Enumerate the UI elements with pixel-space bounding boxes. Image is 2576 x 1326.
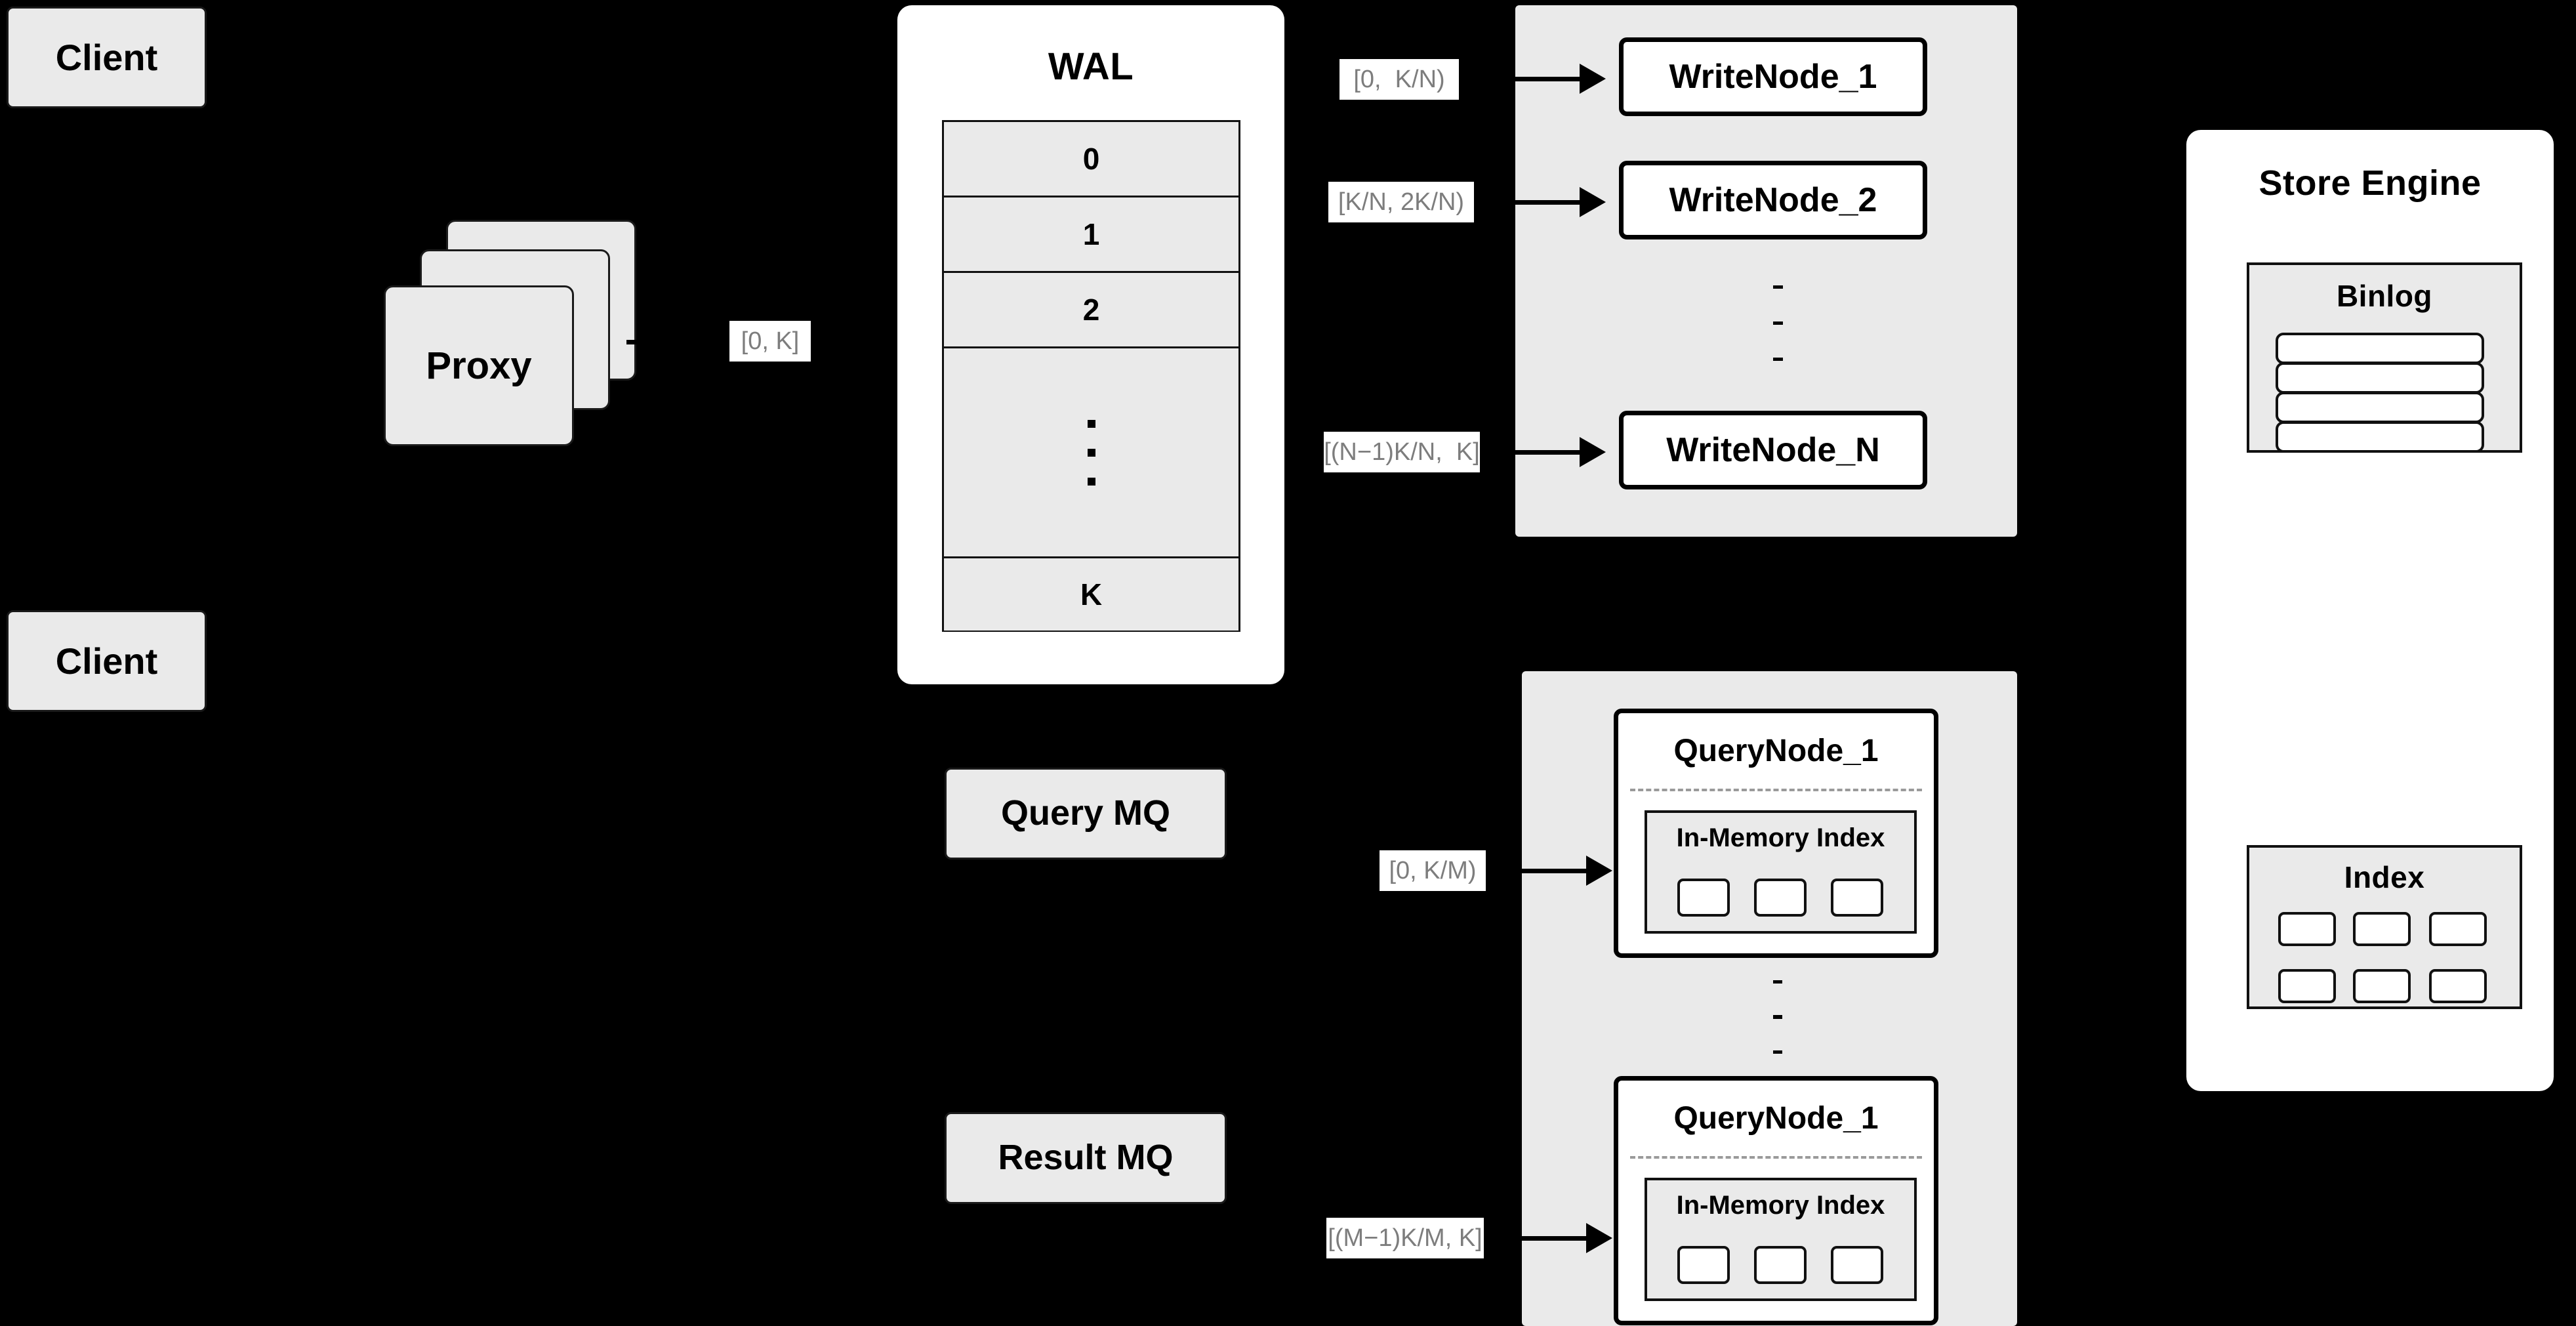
binlog-row-3[interactable] xyxy=(2276,392,2484,423)
edge-line-write-node-n xyxy=(1481,450,1582,455)
edge-line-write-node-1 xyxy=(1464,77,1582,81)
edge-label-query-node-m: [(M−1)K/M, K] xyxy=(1326,1218,1484,1258)
query-group-ellipsis-icon xyxy=(1745,964,1810,1069)
wal-row-2-label: 2 xyxy=(1082,293,1100,327)
edge-line-query-node-1 xyxy=(1489,869,1589,873)
edge-line-store-binlog xyxy=(2153,386,2192,391)
write-node-2[interactable]: WriteNode_2 xyxy=(1619,161,1927,239)
query-node-m[interactable]: QueryNode_1 In-Memory Index xyxy=(1614,1076,1938,1325)
result-mq-label: Result MQ xyxy=(998,1138,1174,1178)
write-node-n[interactable]: WriteNode_N xyxy=(1619,411,1927,489)
wal-row-2[interactable]: 2 xyxy=(944,273,1238,348)
wal-row-ellipsis xyxy=(944,348,1238,558)
write-node-1-label: WriteNode_1 xyxy=(1669,58,1877,96)
query-node-m-index-cell-1[interactable] xyxy=(1677,1246,1730,1284)
wal-row-k[interactable]: K xyxy=(944,558,1238,631)
store-index-panel: Index xyxy=(2247,845,2522,1009)
client-box-top[interactable]: Client xyxy=(7,7,207,108)
query-node-m-index-cell-3[interactable] xyxy=(1831,1246,1883,1284)
query-node-1-title: QueryNode_1 xyxy=(1673,734,1879,768)
query-node-m-separator xyxy=(1630,1156,1922,1159)
query-node-1-in-memory-index: In-Memory Index xyxy=(1645,810,1917,934)
edge-arrow-write-node-2 xyxy=(1580,187,1606,217)
store-index-cell-r1c2[interactable] xyxy=(2353,912,2411,946)
query-mq-label: Query MQ xyxy=(1000,793,1171,833)
write-node-2-label: WriteNode_2 xyxy=(1669,181,1877,219)
binlog-title: Binlog xyxy=(2336,279,2433,313)
query-node-m-index-title: In-Memory Index xyxy=(1676,1191,1885,1220)
edge-line-write-node-2 xyxy=(1476,200,1582,205)
binlog-row-4[interactable] xyxy=(2276,421,2484,453)
edge-label-write-node-2: [K/N, 2K/N) xyxy=(1328,182,1474,222)
store-index-cell-r1c3[interactable] xyxy=(2429,912,2487,946)
query-mq-box[interactable]: Query MQ xyxy=(945,768,1227,860)
write-node-n-label: WriteNode_N xyxy=(1666,431,1880,469)
store-index-title: Index xyxy=(2344,860,2425,894)
edge-label-query-node-1: [0, K/M) xyxy=(1380,850,1486,891)
query-node-m-index-cell-2[interactable] xyxy=(1754,1246,1807,1284)
client-bottom-label: Client xyxy=(55,640,158,682)
binlog-row-2[interactable] xyxy=(2276,362,2484,394)
binlog-panel: Binlog xyxy=(2247,262,2522,453)
edge-line-store-index xyxy=(2153,946,2192,951)
query-node-1-index-cell-3[interactable] xyxy=(1831,879,1883,917)
edge-label-write-node-1: [0, K/N) xyxy=(1339,59,1459,100)
proxy-label: Proxy xyxy=(426,344,532,387)
store-engine-title: Store Engine xyxy=(2259,163,2482,203)
query-node-1-index-cell-2[interactable] xyxy=(1754,879,1807,917)
store-index-cell-r2c3[interactable] xyxy=(2429,969,2487,1003)
store-index-cell-r2c2[interactable] xyxy=(2353,969,2411,1003)
query-node-1[interactable]: QueryNode_1 In-Memory Index xyxy=(1614,709,1938,958)
client-top-label: Client xyxy=(55,36,158,78)
edge-label-proxy-to-wal: [0, K] xyxy=(729,321,811,362)
wal-table: 0 1 2 K xyxy=(942,120,1240,632)
wal-row-0[interactable]: 0 xyxy=(944,122,1238,197)
write-group-ellipsis-icon xyxy=(1745,269,1810,377)
write-node-1[interactable]: WriteNode_1 xyxy=(1619,37,1927,116)
store-index-cell-r2c1[interactable] xyxy=(2278,969,2336,1003)
edge-arrow-write-node-1 xyxy=(1580,64,1606,94)
wal-title: WAL xyxy=(1048,45,1134,88)
edge-label-write-node-n: [(N−1)K/N, K] xyxy=(1324,432,1480,472)
edge-arrow-write-node-n xyxy=(1580,437,1606,467)
edge-line-query-node-m xyxy=(1486,1236,1589,1241)
query-node-m-title: QueryNode_1 xyxy=(1673,1101,1879,1136)
query-node-1-separator xyxy=(1630,789,1922,791)
query-node-m-in-memory-index: In-Memory Index xyxy=(1645,1178,1917,1301)
wal-row-1-label: 1 xyxy=(1082,217,1100,251)
wal-row-1[interactable]: 1 xyxy=(944,197,1238,273)
wal-row-0-label: 0 xyxy=(1082,142,1100,176)
edge-arrow-query-node-1 xyxy=(1586,856,1612,886)
query-node-1-index-title: In-Memory Index xyxy=(1676,823,1885,852)
proxy-card-front[interactable]: Proxy xyxy=(384,285,574,446)
wal-panel: WAL 0 1 2 K xyxy=(897,5,1284,684)
store-index-cell-r1c1[interactable] xyxy=(2278,912,2336,946)
wal-ellipsis-icon xyxy=(944,348,1238,556)
store-engine-panel: Store Engine Binlog Index xyxy=(2186,130,2554,1091)
edge-arrow-query-node-m xyxy=(1586,1223,1612,1253)
wal-row-k-label: K xyxy=(1080,577,1103,611)
proxy-output-stub xyxy=(626,340,669,344)
query-node-1-index-cell-1[interactable] xyxy=(1677,879,1730,917)
client-box-bottom[interactable]: Client xyxy=(7,610,207,712)
binlog-row-1[interactable] xyxy=(2276,333,2484,364)
result-mq-box[interactable]: Result MQ xyxy=(945,1112,1227,1204)
